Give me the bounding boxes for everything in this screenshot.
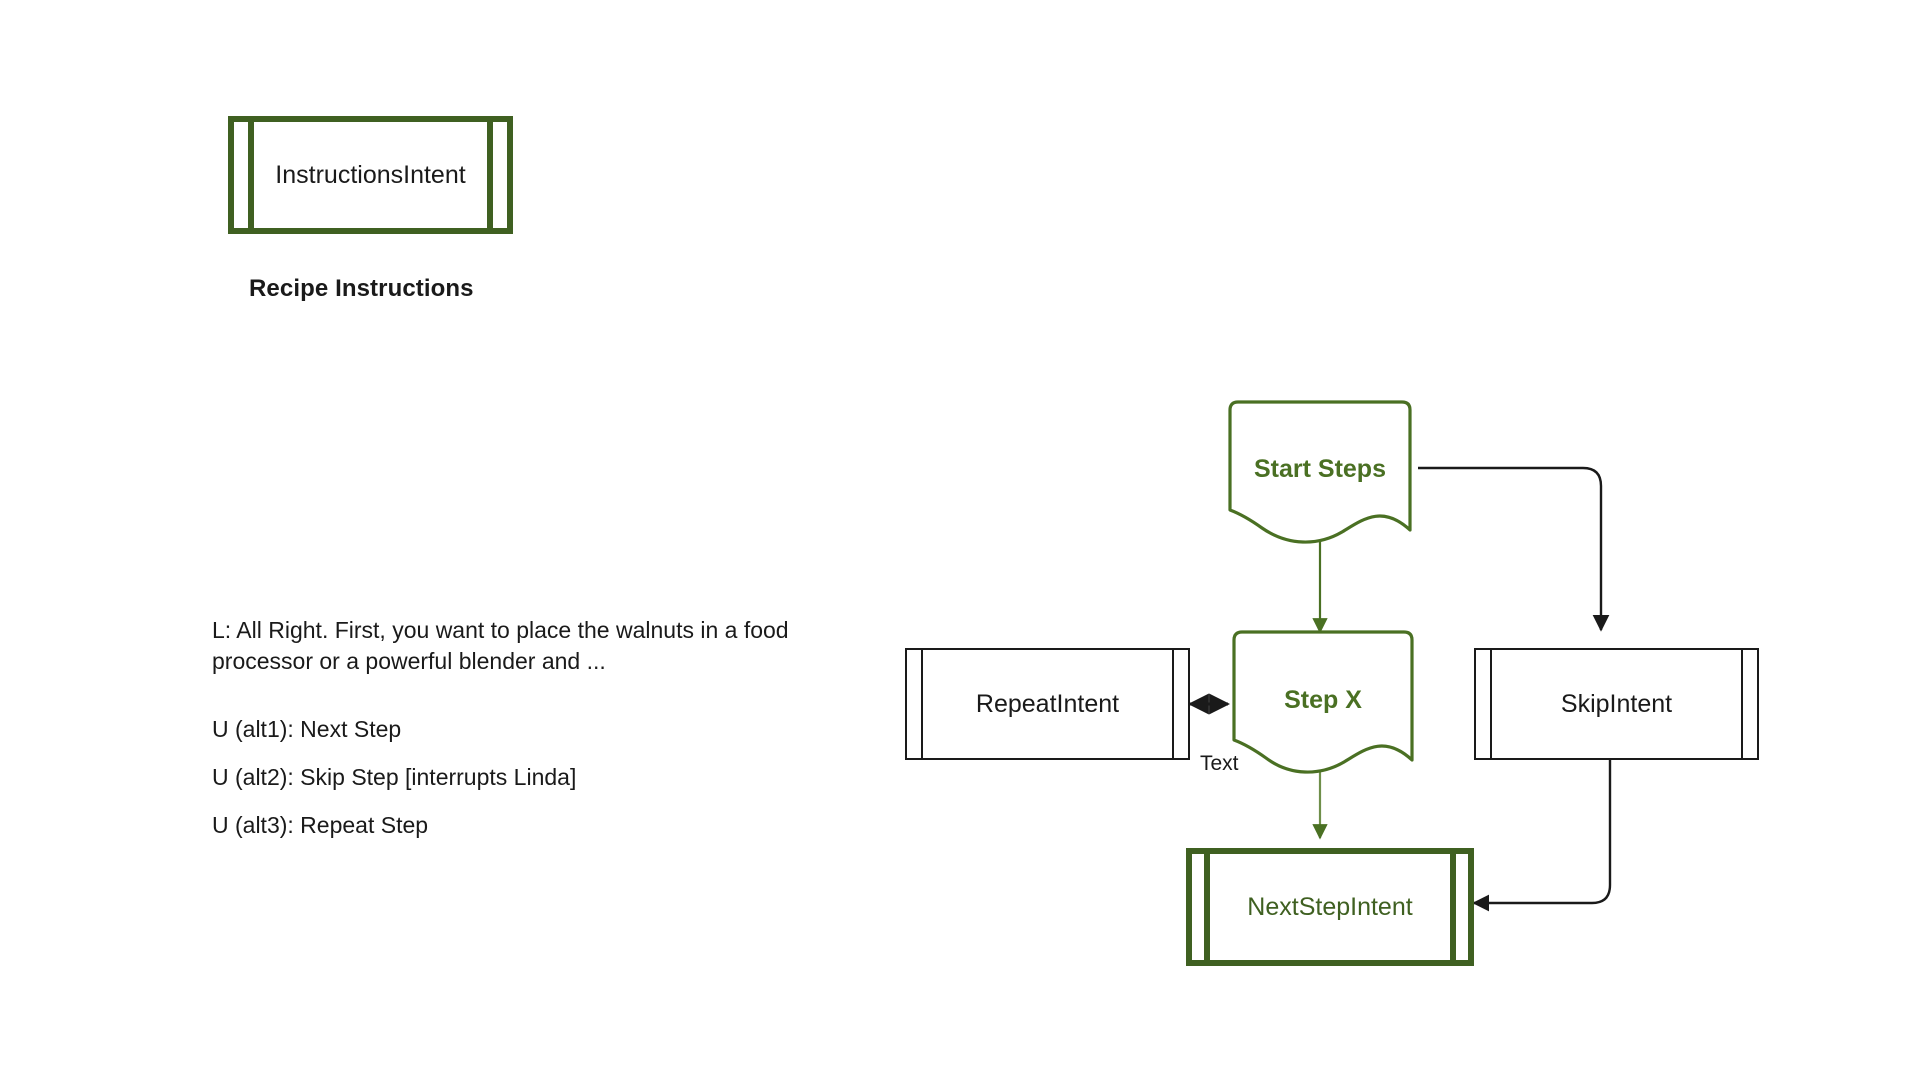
node-instructions-intent[interactable]: InstructionsIntent <box>228 116 513 234</box>
node-label-step-x: Step X <box>1284 686 1362 714</box>
caption-recipe-instructions: Recipe Instructions <box>249 275 474 302</box>
start-steps-shape <box>1228 400 1412 544</box>
transcript-system-line: L: All Right. First, you want to place t… <box>212 617 795 675</box>
subroutine-bar-left <box>1490 650 1492 758</box>
node-step-x[interactable]: Step X <box>1228 630 1418 778</box>
edge-skip-intent-to-next-step-intent <box>1472 747 1612 912</box>
node-label-start-steps: Start Steps <box>1254 455 1386 483</box>
node-label-next-step-intent: NextStepIntent <box>1247 892 1413 921</box>
step-x-shape <box>1232 630 1414 774</box>
subroutine-bar-right <box>1172 650 1174 758</box>
subroutine-bar-left <box>248 122 254 228</box>
node-next-step-intent[interactable]: NextStepIntent <box>1186 848 1474 966</box>
subroutine-bar-right <box>487 122 493 228</box>
node-label-skip-intent: SkipIntent <box>1560 689 1673 718</box>
transcript-alt-2: U (alt2): Skip Step [interrupts Linda] <box>212 764 577 790</box>
edge-label-text: Text <box>1200 752 1239 775</box>
subroutine-bar-right <box>1741 650 1743 758</box>
subroutine-bar-right <box>1450 854 1456 960</box>
node-repeat-intent[interactable]: RepeatIntent <box>905 648 1190 760</box>
node-label-repeat-intent: RepeatIntent <box>975 689 1120 718</box>
node-label-instructions-intent: InstructionsIntent <box>275 160 466 189</box>
node-start-steps[interactable]: Start Steps <box>1222 400 1418 548</box>
edge-start-steps-to-skip-intent <box>1418 466 1610 632</box>
node-skip-intent[interactable]: SkipIntent <box>1474 648 1759 760</box>
subroutine-bar-left <box>1204 854 1210 960</box>
transcript-alt-3: U (alt3): Repeat Step <box>212 812 429 838</box>
transcript-alt-1: U (alt1): Next Step <box>212 716 402 742</box>
subroutine-bar-left <box>921 650 923 758</box>
